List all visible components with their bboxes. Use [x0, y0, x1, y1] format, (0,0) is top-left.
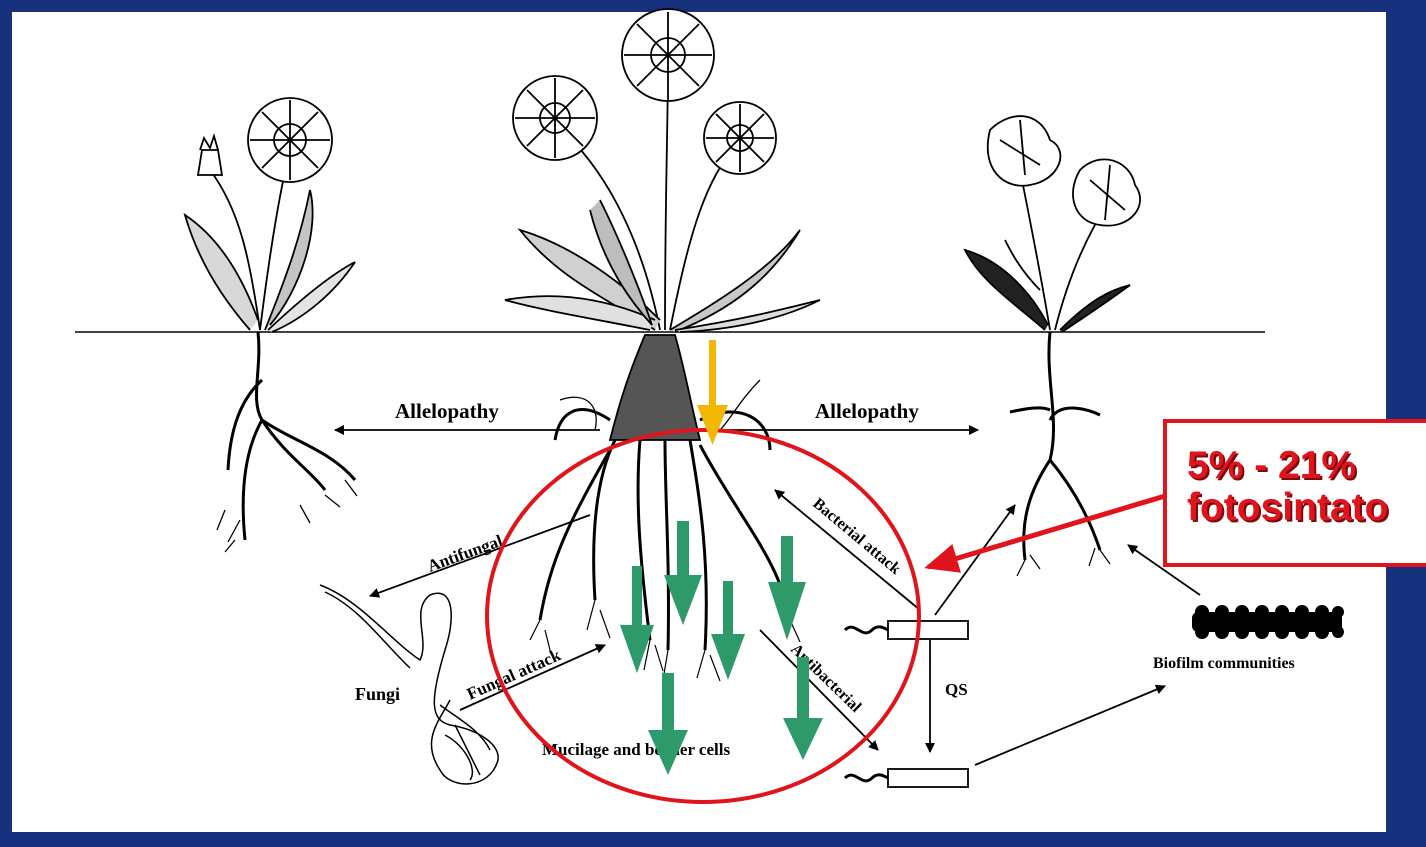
fungal-attack-label: Fungal attack: [464, 645, 564, 703]
left-dandelion-plant: [185, 98, 357, 552]
callout-text: 5% - 21% fotosintato: [1187, 445, 1388, 529]
callout-percent-range: 5% - 21%: [1187, 445, 1388, 487]
qs-label: QS: [945, 680, 968, 699]
biofilm-cluster-icon: [1192, 605, 1344, 639]
right-lily-plant: [965, 116, 1140, 576]
fungi-label: Fungi: [355, 684, 400, 704]
allelopathy-left-label: Allelopathy: [395, 399, 499, 423]
exudate-arrow: [711, 581, 745, 680]
allelopathy-right-label: Allelopathy: [815, 399, 919, 423]
exudate-arrow: [648, 673, 688, 775]
exudate-arrow: [768, 536, 806, 640]
mucilage-border-cells-label: Mucilage and border cells: [542, 740, 730, 759]
bacterium-bottom: [845, 769, 968, 787]
to-biofilm-arrow: [975, 686, 1165, 765]
antibacterial-arrow: [760, 630, 878, 750]
bacterium-top: [845, 621, 968, 639]
interaction-arrows: [335, 430, 1200, 765]
callout-pointer-arrow: [928, 490, 1185, 567]
bacterial-attack-label: Bacterial attack: [809, 495, 903, 578]
biofilm-communities-label: Biofilm communities: [1153, 655, 1295, 672]
center-dandelion-plant: [505, 9, 820, 681]
callout-photosynthate-word: fotosintato: [1187, 487, 1388, 529]
photosynthate-callout-box: 5% - 21% fotosintato: [1163, 419, 1426, 567]
